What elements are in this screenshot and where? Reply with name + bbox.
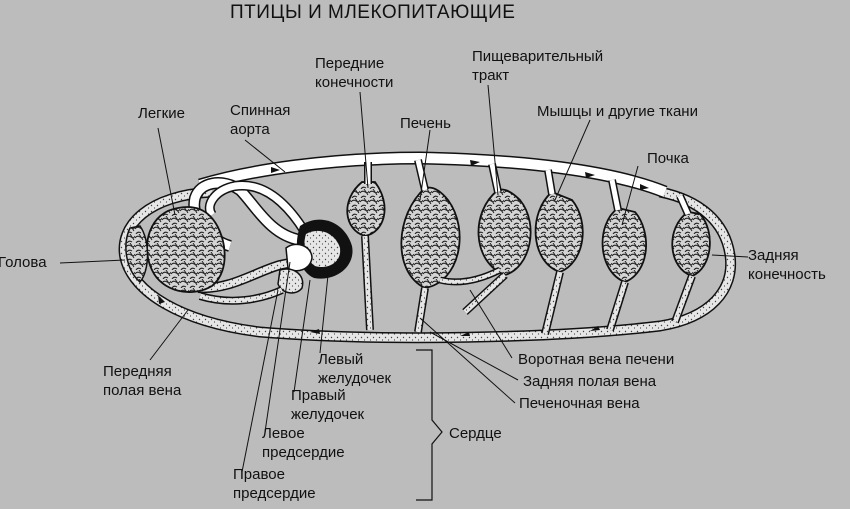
label-left-ventricle: Левый желудочек: [318, 350, 391, 388]
lung-capillary-bed: [146, 206, 226, 293]
leader-lines: [59, 84, 749, 473]
kidney-capillary-bed: [601, 207, 647, 283]
label-liver: Печень: [400, 115, 451, 132]
label-anterior-vena-cava: Передняя полая вена: [103, 362, 181, 400]
diagram-title: ПТИЦЫ И МЛЕКОПИТАЮЩИЕ: [230, 2, 516, 23]
label-anterior-vena-cava-line1: Передняя: [103, 363, 172, 380]
label-dorsal-aorta-line1: Спинная: [230, 102, 291, 119]
label-right-ventricle-line2: желудочек: [291, 406, 365, 423]
label-posterior-vena-cava: Задняя полая вена: [523, 373, 657, 390]
label-head: Голова: [0, 254, 47, 271]
label-right-atrium-line1: Правое: [233, 466, 285, 483]
label-right-ventricle-line1: Правый: [291, 387, 346, 404]
liver-capillary-bed: [400, 186, 461, 289]
forelimb-capillary-bed: [346, 181, 386, 237]
label-left-atrium-line1: Левое: [262, 425, 305, 442]
label-kidney: Почка: [647, 150, 689, 167]
label-forelimbs-line1: Передние: [315, 55, 385, 72]
label-hindlimb: Задняя конечность: [748, 246, 826, 284]
muscle-capillary-bed: [534, 190, 584, 273]
label-right-atrium: Правое предсердие: [233, 465, 316, 503]
label-hindlimb-line1: Задняя: [748, 247, 799, 264]
label-dorsal-aorta: Спинная аорта: [230, 101, 290, 139]
hindlimb-capillary-bed: [671, 211, 711, 277]
label-digestive-tract-line2: тракт: [472, 67, 510, 84]
heart: [277, 219, 353, 294]
label-dorsal-aorta-line2: аорта: [230, 121, 270, 138]
heart-brace: [416, 349, 443, 501]
label-lungs: Легкие: [138, 105, 185, 122]
label-right-atrium-line2: предсердие: [233, 485, 316, 502]
label-hindlimb-line2: конечность: [748, 266, 826, 283]
head-capillary-bed: [125, 225, 149, 284]
label-hepatic-vein: Печеночная вена: [519, 395, 640, 412]
label-left-atrium: Левое предсердие: [262, 424, 345, 462]
label-left-ventricle-line1: Левый: [318, 351, 364, 368]
label-digestive-tract: Пищеварительный тракт: [472, 47, 603, 85]
label-heart: Сердце: [449, 425, 502, 442]
digestive-capillary-bed: [477, 188, 532, 276]
label-left-ventricle-line2: желудочек: [318, 370, 392, 387]
label-hepatic-portal-vein: Воротная вена печени: [518, 351, 675, 368]
label-muscles: Мышцы и другие ткани: [537, 103, 698, 120]
label-forelimbs-line2: конечности: [315, 74, 394, 91]
label-forelimbs: Передние конечности: [315, 54, 393, 92]
label-anterior-vena-cava-line2: полая вена: [103, 382, 182, 399]
flow-arrows: [158, 160, 649, 336]
label-digestive-tract-line1: Пищеварительный: [472, 48, 604, 65]
label-right-ventricle: Правый желудочек: [291, 386, 364, 424]
label-left-atrium-line2: предсердие: [262, 444, 345, 461]
